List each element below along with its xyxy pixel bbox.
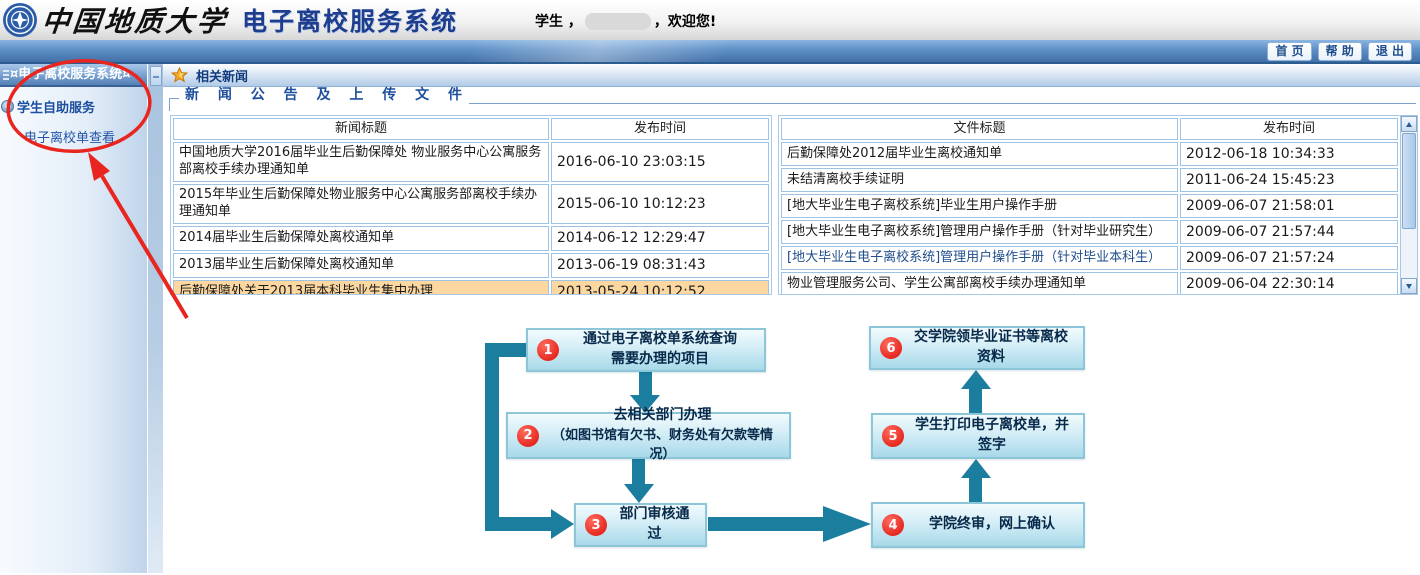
news-link[interactable]: 2013届毕业生后勤保障处离校通知单 xyxy=(173,253,549,278)
collapse-sidebar-button[interactable] xyxy=(149,66,162,86)
news-time-header: 发布时间 xyxy=(551,118,769,140)
app-header: 中国地质大学 电子离校服务系统 学生 ， ，欢迎您! xyxy=(0,0,1420,40)
sidebar-group-student-self-service[interactable]: 学生自助服务 xyxy=(0,87,147,118)
section-header-bar: 相关新闻 xyxy=(163,64,1420,87)
welcome-prefix: 学生 ， xyxy=(535,14,582,30)
table-row: 2013届毕业生后勤保障处离校通知单 2013-06-19 08:31:43 xyxy=(173,253,769,278)
flow-step-text: 部门审核通过 xyxy=(619,506,690,542)
table-row: [地大毕业生电子离校系统]管理用户操作手册（针对毕业研究生） 2009-06-0… xyxy=(781,220,1398,244)
news-link[interactable]: 中国地质大学2016届毕业生后勤保障处 物业服务中心公寓服务部离校手续办理通知单 xyxy=(173,142,549,182)
sidebar: ¤电子离校服务系统¤ 学生自助服务 电子离校单查看 xyxy=(0,64,147,573)
file-time: 2009-06-07 21:57:24 xyxy=(1180,246,1398,270)
table-row: 物业管理服务公司、学生公寓部离校手续办理通知单 2009-06-04 22:30… xyxy=(781,272,1398,294)
file-link[interactable]: [地大毕业生电子离校系统]毕业生用户操作手册 xyxy=(781,194,1178,218)
university-logo xyxy=(3,3,37,37)
sidebar-title-icon xyxy=(3,69,9,80)
files-table-header: 文件标题 发布时间 xyxy=(781,118,1398,140)
news-time: 2015-06-10 10:12:23 xyxy=(551,184,769,224)
flow-step-text: 学院终审，网上确认 xyxy=(929,516,1055,533)
welcome-suffix: ，欢迎您! xyxy=(653,14,717,30)
file-link[interactable]: 后勤保障处2012届毕业生离校通知单 xyxy=(781,142,1178,166)
table-row: 2015年毕业生后勤保障处物业服务中心公寓服务部离校手续办理通知单 2015-0… xyxy=(173,184,769,224)
files-table: 文件标题 发布时间 后勤保障处2012届毕业生离校通知单 2012-06-18 … xyxy=(778,115,1401,295)
flow-step-text: 学生打印电子离校单，并签字 xyxy=(915,417,1069,453)
flow-step-text: 交学院领毕业证书等离校资料 xyxy=(914,329,1068,365)
scrollbar-thumb[interactable] xyxy=(1402,133,1416,229)
sidebar-splitter[interactable] xyxy=(147,64,163,573)
files-scrollbar[interactable] xyxy=(1401,115,1418,295)
news-link[interactable]: 2015年毕业生后勤保障处物业服务中心公寓服务部离校手续办理通知单 xyxy=(173,184,549,224)
step-number-badge: 1 xyxy=(537,339,559,361)
section-title: 相关新闻 xyxy=(196,69,249,85)
file-link[interactable]: [地大毕业生电子离校系统]管理用户操作手册（针对毕业本科生） xyxy=(781,246,1178,270)
flow-step-6: 6 交学院领毕业证书等离校资料 xyxy=(869,326,1085,370)
table-row-highlighted: 后勤保障处关于2013届本科毕业生集中办理 2013-05-24 10:12:5… xyxy=(173,280,769,294)
step-number-badge: 2 xyxy=(517,424,539,447)
table-row: [地大毕业生电子离校系统]管理用户操作手册（针对毕业本科生） 2009-06-0… xyxy=(781,246,1398,270)
flow-step-5: 5 学生打印电子离校单，并签字 xyxy=(871,413,1085,459)
sidebar-title-bar: ¤电子离校服务系统¤ xyxy=(0,64,147,87)
flow-step-4: 4 学院终审，网上确认 xyxy=(871,502,1085,548)
flow-step-text: 去相关部门办理 xyxy=(613,407,712,424)
exit-button[interactable]: 退 出 xyxy=(1367,41,1412,61)
news-time: 2013-05-24 10:12:52 xyxy=(551,280,769,294)
main-content: 相关新闻 新 闻 公 告 及 上 传 文 件 新闻标题 发布时间 中国地质大学2… xyxy=(163,64,1420,573)
system-title: 电子离校服务系统 xyxy=(242,7,459,36)
news-time: 2016-06-10 23:03:15 xyxy=(551,142,769,182)
fieldset-legend-row: 新 闻 公 告 及 上 传 文 件 xyxy=(163,87,1420,111)
file-time: 2009-06-07 21:57:44 xyxy=(1180,220,1398,244)
sidebar-item-eleave-form-view[interactable]: 电子离校单查看 xyxy=(24,131,116,146)
file-time: 2009-06-04 22:30:14 xyxy=(1180,272,1398,294)
university-name: 中国地质大学 xyxy=(40,5,230,38)
step-number-badge: 3 xyxy=(585,514,607,536)
file-time: 2009-06-07 21:58:01 xyxy=(1180,194,1398,218)
tables-row: 新闻标题 发布时间 中国地质大学2016届毕业生后勤保障处 物业服务中心公寓服务… xyxy=(163,111,1420,295)
table-row: 后勤保障处2012届毕业生离校通知单 2012-06-18 10:34:33 xyxy=(781,142,1398,166)
help-button[interactable]: 帮 助 xyxy=(1317,41,1362,61)
table-row: 2014届毕业生后勤保障处离校通知单 2014-06-12 12:29:47 xyxy=(173,226,769,251)
student-name-redacted xyxy=(584,12,651,30)
step-number-badge: 5 xyxy=(882,425,904,447)
file-link[interactable]: 未结清离校手续证明 xyxy=(781,168,1178,192)
flow-step-1: 1 通过电子离校单系统查询 需要办理的项目 xyxy=(526,328,766,372)
welcome-message: 学生 ， ，欢迎您! xyxy=(535,11,716,31)
news-star-icon xyxy=(171,66,188,82)
news-table-header: 新闻标题 发布时间 xyxy=(173,118,769,140)
flow-step-text: 通过电子离校单系统查询 xyxy=(583,331,737,348)
sidebar-group-label: 学生自助服务 xyxy=(17,101,96,116)
collapse-circle-icon xyxy=(1,100,14,113)
files-table-wrap: 文件标题 发布时间 后勤保障处2012届毕业生离校通知单 2012-06-18 … xyxy=(778,115,1418,295)
file-time: 2011-06-24 15:45:23 xyxy=(1180,168,1398,192)
fieldset-legend: 新 闻 公 告 及 上 传 文 件 xyxy=(185,87,469,103)
news-title-header: 新闻标题 xyxy=(173,118,549,140)
top-nav-bar: 首 页 帮 助 退 出 xyxy=(0,40,1420,64)
file-link[interactable]: [地大毕业生电子离校系统]管理用户操作手册（针对毕业研究生） xyxy=(781,220,1178,244)
table-row: [地大毕业生电子离校系统]毕业生用户操作手册 2009-06-07 21:58:… xyxy=(781,194,1398,218)
leave-process-flowchart: 1 通过电子离校单系统查询 需要办理的项目 2 去相关部门办理 （如图书馆有欠书… xyxy=(163,292,1420,573)
flow-arrows xyxy=(485,343,991,542)
news-link[interactable]: 2014届毕业生后勤保障处离校通知单 xyxy=(173,226,549,251)
files-time-header: 发布时间 xyxy=(1180,118,1398,140)
flow-step-text: 需要办理的项目 xyxy=(611,351,709,367)
scroll-up-icon[interactable] xyxy=(1401,116,1417,132)
news-table: 新闻标题 发布时间 中国地质大学2016届毕业生后勤保障处 物业服务中心公寓服务… xyxy=(170,115,772,295)
news-time: 2014-06-12 12:29:47 xyxy=(551,226,769,251)
step-number-badge: 6 xyxy=(880,337,902,359)
table-row: 中国地质大学2016届毕业生后勤保障处 物业服务中心公寓服务部离校手续办理通知单… xyxy=(173,142,769,182)
scroll-down-icon[interactable] xyxy=(1401,278,1417,294)
step-number-badge: 4 xyxy=(882,514,904,536)
files-title-header: 文件标题 xyxy=(781,118,1178,140)
file-link[interactable]: 物业管理服务公司、学生公寓部离校手续办理通知单 xyxy=(781,272,1178,294)
flow-step-2: 2 去相关部门办理 （如图书馆有欠书、财务处有欠款等情况） xyxy=(506,407,791,462)
fieldset-line xyxy=(469,103,1416,104)
home-button[interactable]: 首 页 xyxy=(1267,41,1312,61)
news-time: 2013-06-19 08:31:43 xyxy=(551,253,769,278)
flow-step-3: 3 部门审核通过 xyxy=(574,503,707,547)
file-time: 2012-06-18 10:34:33 xyxy=(1180,142,1398,166)
flow-step-text: （如图书馆有欠书、财务处有欠款等情况） xyxy=(551,427,773,463)
table-row: 未结清离校手续证明 2011-06-24 15:45:23 xyxy=(781,168,1398,192)
fieldset-corner xyxy=(169,98,179,111)
sidebar-title: ¤电子离校服务系统¤ xyxy=(10,66,131,82)
